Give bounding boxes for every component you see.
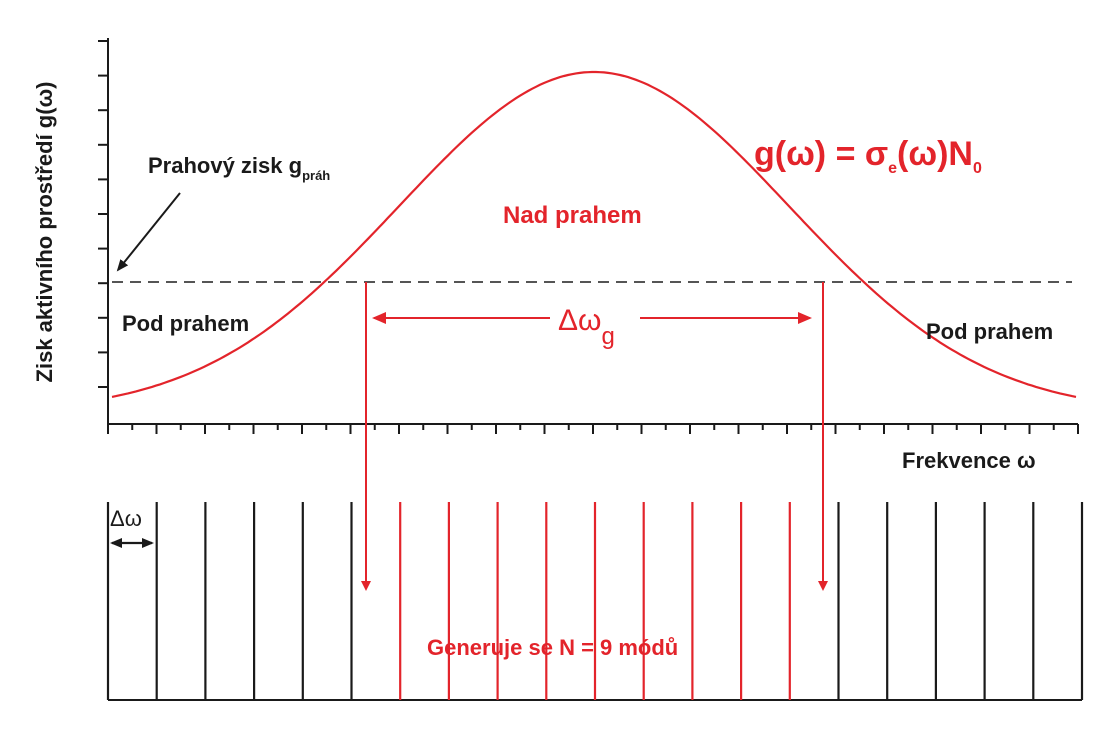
mode-spacing-label: Δω	[110, 506, 142, 531]
formula-sub-0: 0	[973, 160, 982, 177]
bandwidth-main: Δω	[558, 304, 601, 337]
x-axis-ticks	[107, 424, 1079, 434]
below-threshold-left-label: Pod prahem	[122, 311, 249, 336]
formula-part2: (ω)N	[897, 135, 973, 173]
gain-formula: g(ω) = σe(ω)N0	[754, 135, 982, 177]
bandwidth-sub: g	[601, 323, 614, 350]
y-axis-label: Zisk aktivního prostředí g(ω)	[32, 82, 57, 383]
threshold-pointer-arrow	[116, 192, 181, 272]
formula-part1: g(ω) = σ	[754, 135, 888, 173]
above-threshold-label: Nad prahem	[503, 202, 642, 229]
formula-sub-e: e	[888, 160, 897, 177]
gain-curve	[111, 70, 1077, 398]
bandwidth-label: Δωg	[558, 304, 615, 350]
threshold-gain-main: Prahový zisk g	[148, 153, 302, 178]
threshold-gain-sub: práh	[302, 168, 330, 183]
threshold-gain-label: Prahový zisk gpráh	[148, 153, 330, 183]
generated-modes-label: Generuje se N = 9 módů	[427, 635, 678, 660]
below-threshold-right-label: Pod prahem	[926, 319, 1053, 344]
mode-lines	[106, 502, 1084, 700]
x-axis-label: Frekvence ω	[902, 448, 1036, 473]
y-axis-ticks	[98, 40, 108, 388]
